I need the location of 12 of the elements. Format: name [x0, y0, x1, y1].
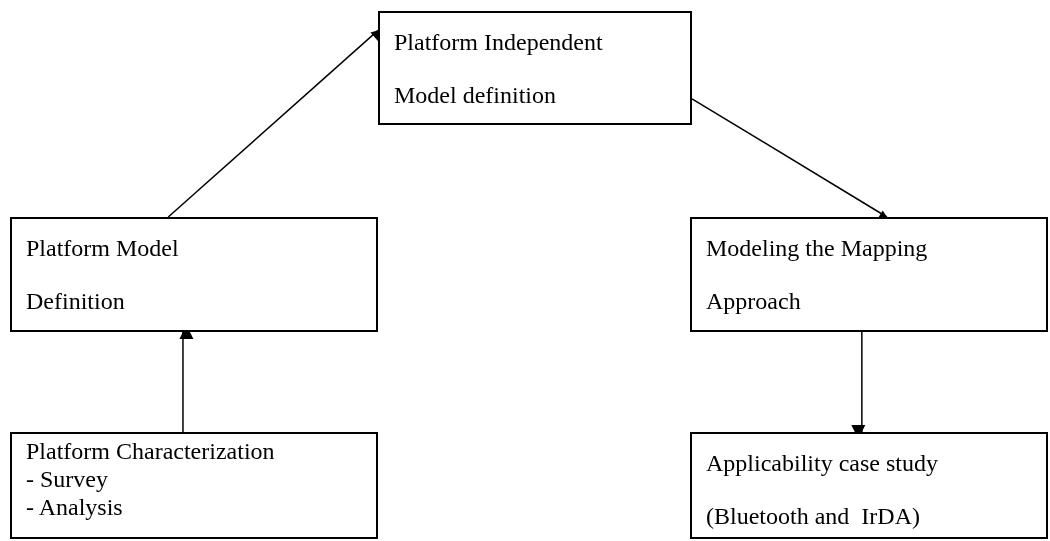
process-box	[690, 432, 1048, 539]
box-text: Platform Model Definition	[26, 234, 180, 316]
box-text: Modeling the Mapping Approach	[706, 234, 929, 316]
process-box	[378, 11, 692, 125]
process-box	[690, 217, 1048, 332]
box-text: Platform Independent Model definition	[394, 28, 604, 110]
box-text: - Analysis	[26, 493, 124, 521]
process-box	[10, 217, 378, 332]
box-text: Applicability case study (Bluetooth and IrDA)	[706, 449, 939, 531]
box-text: - Survey	[26, 465, 109, 493]
process-box	[10, 432, 378, 539]
box-text: Platform Characterization	[26, 437, 276, 465]
